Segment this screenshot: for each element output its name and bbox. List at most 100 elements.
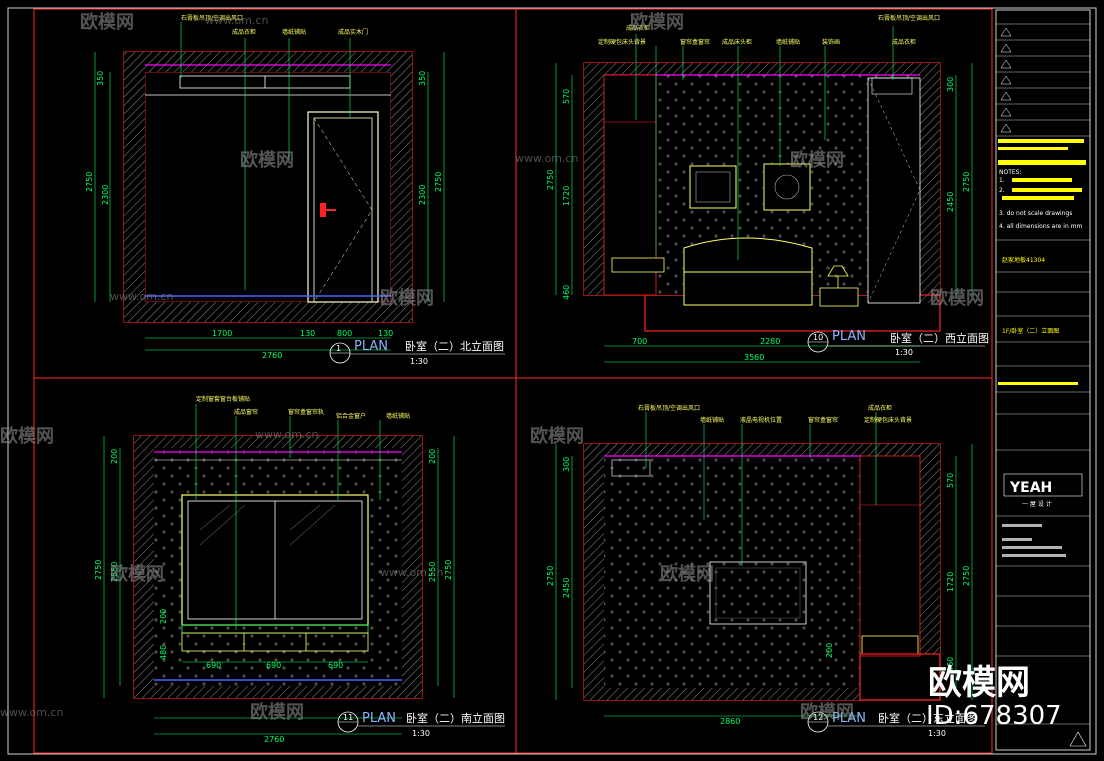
dim-total-right: 2750 xyxy=(434,172,443,192)
view-north-elevation: 石膏板吊顶/空调出风口 成品衣柜 墙纸铺贴 成品实木门 1700 130 800… xyxy=(85,14,505,366)
dim-value: 460 xyxy=(946,657,955,672)
note: 墙纸铺贴 xyxy=(700,416,724,424)
note: 定制硬包床头背景 xyxy=(598,38,646,46)
project-name: 赵家地板41304 xyxy=(1002,256,1045,264)
revision-triangle-icon xyxy=(1000,27,1012,37)
dim-total-right: 2750 xyxy=(962,172,971,192)
text-bar xyxy=(1002,554,1066,557)
yellow-bar xyxy=(998,382,1078,385)
dim-value: 1700 xyxy=(212,329,232,338)
wall-hatch-left xyxy=(134,436,154,698)
title-block-frame xyxy=(995,9,1091,751)
view-title: 卧室（二）南立面图 xyxy=(406,711,505,725)
wardrobe-right xyxy=(867,77,921,304)
view-west-elevation: 成品衣柜 定制硬包床头背景 窗帘盒窗帘 成品床头柜 墙纸铺贴 装饰画 石膏板吊顶… xyxy=(546,14,989,363)
watermark-url: www.om.cn xyxy=(205,14,268,27)
note-2: 2. xyxy=(999,187,1005,194)
revision-triangle-icon xyxy=(1000,123,1012,133)
note: 液晶电视机位置 xyxy=(740,416,782,424)
view-scale: 1:30 xyxy=(895,348,913,357)
wall-hatch-top xyxy=(154,436,402,448)
dim-value: 2450 xyxy=(562,578,571,598)
dim-value: 2550 xyxy=(428,562,437,582)
note-4: 4. all dimensions are in mm xyxy=(999,223,1082,230)
note-door: 成品实木门 xyxy=(338,28,368,36)
note: 成品衣柜 xyxy=(626,24,650,32)
painting-left xyxy=(689,165,737,209)
dim-value: 2300 xyxy=(418,185,427,205)
view-title: 卧室（二）东立面图 xyxy=(878,711,977,725)
glass-reflection xyxy=(289,504,336,546)
bed-headboard xyxy=(683,237,813,273)
wall-outline xyxy=(123,51,413,323)
revision-triangle-icon xyxy=(1000,43,1012,53)
watermark: 欧模网 xyxy=(0,425,54,447)
watermark-url: www.om.cn xyxy=(515,152,578,165)
logo: YEAH xyxy=(1009,480,1052,496)
revision-list xyxy=(996,23,1090,137)
drawing-frame xyxy=(33,8,993,754)
view-ref: 10 xyxy=(813,333,823,342)
dim-total-left: 2750 xyxy=(94,560,103,580)
floor-step xyxy=(859,653,941,701)
ac-unit-icon xyxy=(611,459,651,477)
wall-hatch-right xyxy=(391,52,412,322)
view-scale: 1:30 xyxy=(928,729,946,738)
revision-triangle-icon xyxy=(1000,59,1012,69)
view-title: 卧室（二）北立面图 xyxy=(405,339,504,353)
dim-total: 2760 xyxy=(264,735,284,744)
note: 窗帘盒窗帘 xyxy=(680,38,710,46)
wall-hatch-top xyxy=(145,52,391,72)
yellow-bar xyxy=(998,139,1084,143)
wall-hatch-top xyxy=(604,444,920,456)
tv-icon xyxy=(709,561,807,625)
watermark-url: www.om.cn xyxy=(255,428,318,441)
watermark: 欧模网 xyxy=(110,563,164,585)
dim-value: 200 xyxy=(110,449,119,464)
dim-value: 300 xyxy=(562,457,571,472)
note-1: 1. xyxy=(999,177,1005,184)
dim-value: 350 xyxy=(418,71,427,86)
dim-value: 2300 xyxy=(101,185,110,205)
wall-hatch-right xyxy=(402,436,422,698)
wall-hatch-top xyxy=(604,63,920,75)
dim-value: 350 xyxy=(96,71,105,86)
watermark-url: www.om.cn xyxy=(0,706,63,719)
notes-head: NOTES: xyxy=(999,169,1022,176)
bed-base xyxy=(683,271,813,306)
note: 窗帘盒窗帘轨 xyxy=(288,408,324,416)
note: 成品窗帘 xyxy=(234,408,258,416)
dim-value: 1720 xyxy=(946,572,955,592)
dim-value: 570 xyxy=(946,473,955,488)
logo-subtitle: 一 屋 设 计 xyxy=(1022,500,1052,508)
wall-hatch-left xyxy=(584,444,604,700)
note: 装饰画 xyxy=(822,38,840,46)
watermark: 欧模网 xyxy=(530,425,584,447)
nightstand-right xyxy=(819,287,859,307)
plan-label: PLAN xyxy=(362,711,396,726)
painting-right xyxy=(763,163,811,211)
dim-value: 480 xyxy=(159,645,168,660)
dim-value: 690 xyxy=(266,661,281,670)
revision-triangle-icon xyxy=(1000,75,1012,85)
view-east-elevation: 石膏板吊顶/空调出风口 墙纸铺贴 液晶电视机位置 窗帘盒窗帘 成品衣柜 定制硬包… xyxy=(546,404,985,738)
watermark: 欧模网 xyxy=(660,563,714,585)
wall-hatch-bottom xyxy=(604,688,860,700)
note-3: 3. do not scale drawings xyxy=(999,210,1072,217)
watermark: 欧模网 xyxy=(630,11,684,33)
sheet-title: 1F/卧室（二）立面图 xyxy=(1002,327,1059,335)
lamp-icon xyxy=(827,265,849,277)
dim-value: 300 xyxy=(946,77,955,92)
plan-label: PLAN xyxy=(832,711,866,726)
view-scale: 1:30 xyxy=(410,357,428,366)
dim-value: 570 xyxy=(562,89,571,104)
watermark: 欧模网 xyxy=(250,701,304,723)
dim-value: 2860 xyxy=(720,717,740,726)
revision-triangle-icon xyxy=(1000,107,1012,117)
dim-value: 200 xyxy=(428,449,437,464)
outer-frame xyxy=(7,7,1097,755)
view-ref: 1 xyxy=(336,344,341,353)
dim-total: 3560 xyxy=(744,353,764,362)
dim-value: 2550 xyxy=(110,562,119,582)
logo-frame xyxy=(1003,473,1083,497)
